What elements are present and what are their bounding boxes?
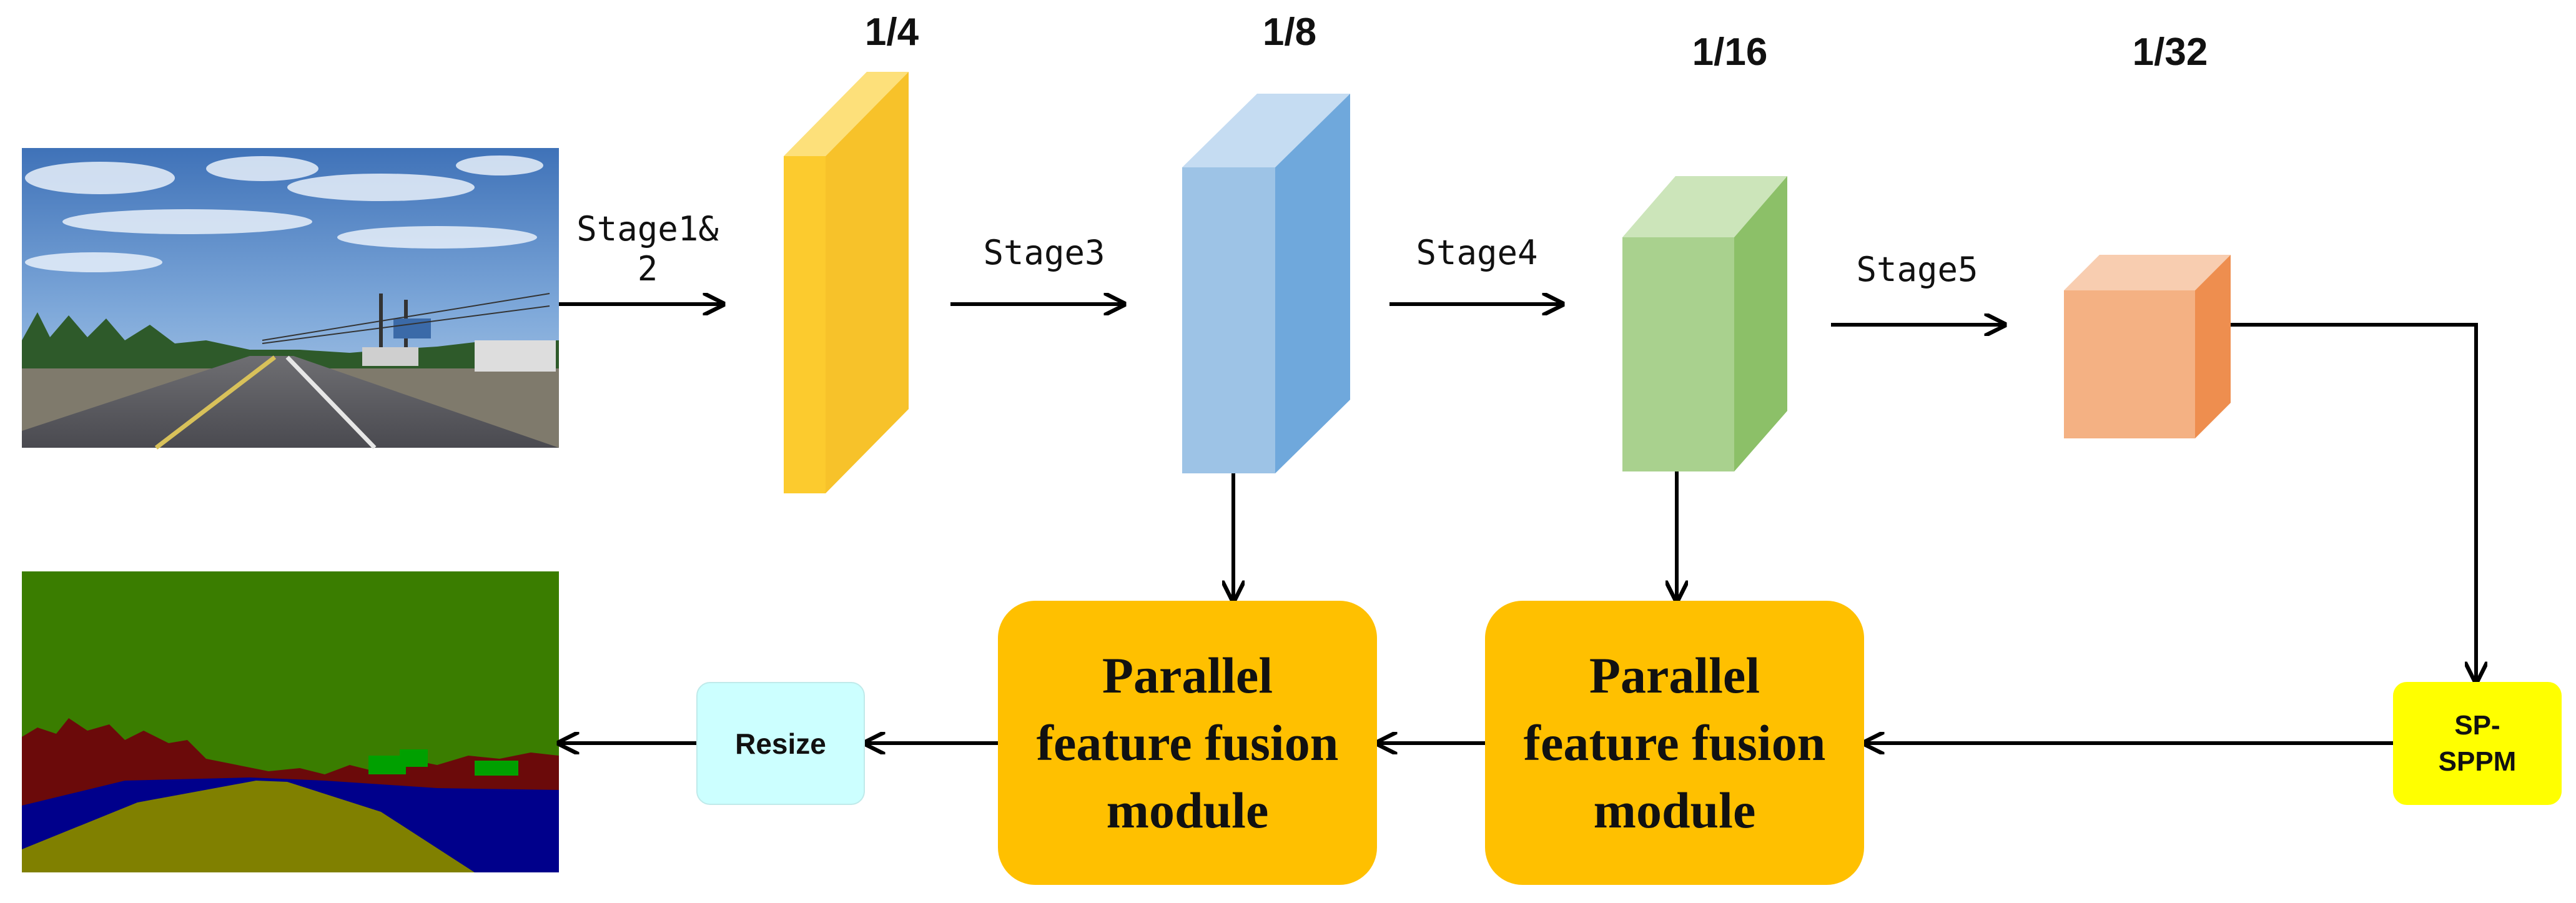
arrow-to-spsppm [2231, 323, 2476, 682]
pffm-module-2: Parallel feature fusion module [1485, 601, 1864, 885]
stage12-line1: Stage1& [576, 209, 719, 249]
pffm2-line3: module [1593, 781, 1756, 839]
feature-map-quarter [784, 72, 909, 493]
pffm2-line2: feature fusion [1523, 714, 1826, 771]
stage-label-stage3: Stage3 [983, 233, 1105, 272]
scale-label-quarter: 1/4 [864, 11, 919, 54]
stage-label-stage4: Stage4 [1416, 233, 1538, 272]
feature-map-eighth [1182, 94, 1350, 473]
stage-label-stage12: Stage1& 2 [576, 209, 719, 289]
pffm1-line1: Parallel [1102, 646, 1273, 704]
pffm1-line2: feature fusion [1036, 714, 1339, 771]
resize-box: Resize [696, 682, 865, 805]
pffm2-line1: Parallel [1589, 646, 1760, 704]
pffm1-line3: module [1106, 781, 1269, 839]
spsppm-line2: SPPM [2438, 746, 2517, 777]
segmentation-output-image [22, 571, 559, 872]
scale-label-eighth: 1/8 [1262, 11, 1317, 54]
stage12-line2: 2 [637, 249, 658, 289]
scale-label-sixteenth: 1/16 [1692, 31, 1768, 74]
input-road-image [22, 148, 559, 450]
scale-label-thirty-second: 1/32 [2132, 31, 2208, 74]
stage-label-stage5: Stage5 [1856, 250, 1978, 289]
feature-map-thirty-second [2064, 255, 2231, 438]
spsppm-line1: SP- [2454, 709, 2500, 741]
spsppm-box: SP- SPPM [2393, 682, 2562, 805]
pffm-module-1: Parallel feature fusion module [998, 601, 1377, 885]
feature-map-sixteenth [1622, 176, 1787, 471]
